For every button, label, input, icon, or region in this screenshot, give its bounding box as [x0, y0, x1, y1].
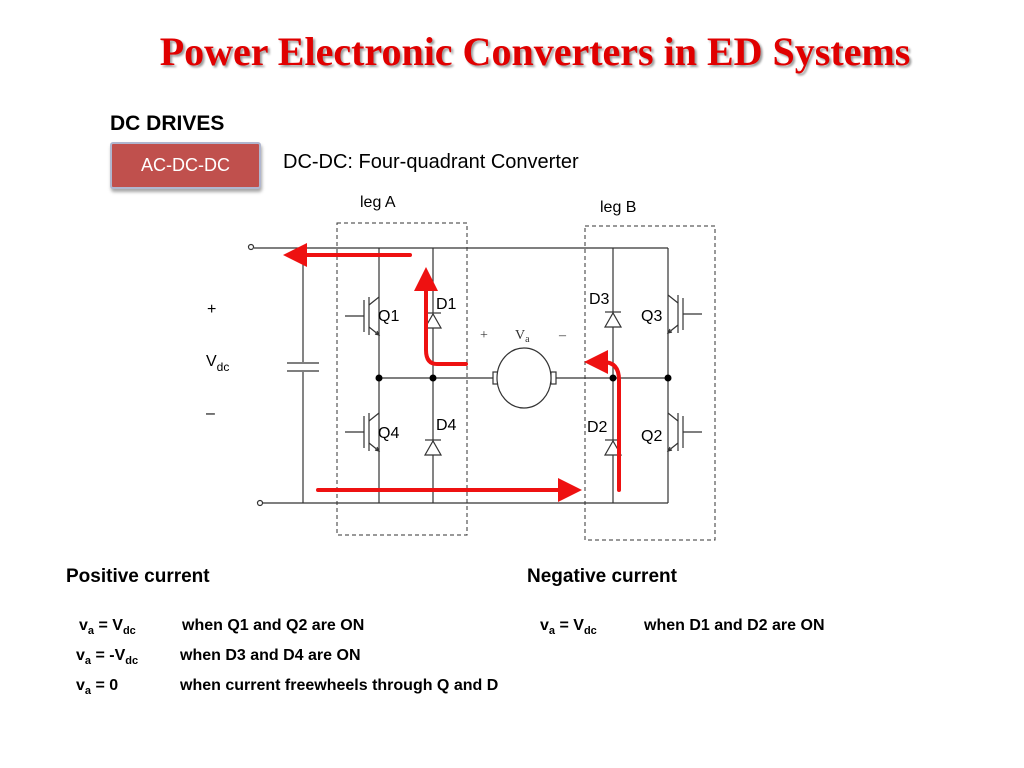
dc-link-capacitor [287, 248, 319, 503]
leg-b-label: leg B [600, 199, 636, 216]
d3-label: D3 [589, 291, 610, 308]
transistor-q1-icon [345, 296, 381, 336]
current-arrows [283, 243, 621, 502]
transistor-q2-icon [666, 412, 702, 452]
dc-bus [247, 243, 668, 507]
slide-title: Power Electronic Converters in ED System… [159, 29, 911, 74]
vdc-plus-label: + [207, 301, 216, 318]
leg-a-current-arrow [414, 267, 468, 366]
leg-a-label: leg A [360, 194, 396, 211]
vdc-minus-label: – [206, 405, 215, 422]
transistor-q4-icon [345, 412, 381, 452]
va-label: Va [515, 328, 530, 345]
positive-eq-row: va = Vdc [79, 617, 136, 638]
d4-label: D4 [436, 417, 457, 434]
junction-dots [375, 374, 672, 382]
leg-b-current-arrow [584, 350, 621, 492]
ac-dc-dc-badge: AC-DC-DC [110, 142, 261, 189]
dc-motor-icon [492, 347, 557, 409]
section-heading: DC DRIVES [110, 112, 225, 135]
transistor-q3-icon [666, 294, 702, 334]
leg-a-box [336, 222, 468, 536]
positive-eq-row: va = -Vdc [76, 647, 139, 668]
leg-a-wiring [378, 248, 493, 503]
diode-d4-icon [423, 439, 443, 456]
q3-label: Q3 [641, 308, 662, 325]
circuit-subtitle: DC-DC: Four-quadrant Converter [283, 151, 579, 173]
q2-label: Q2 [641, 428, 662, 445]
va-minus-label: – [558, 328, 567, 343]
positive-eq-condition: when D3 and D4 are ON [180, 647, 361, 664]
negative-eq-condition: when D1 and D2 are ON [644, 617, 825, 634]
q1-label: Q1 [378, 308, 399, 325]
positive-eq-condition: when Q1 and Q2 are ON [182, 617, 365, 634]
vdc-label: Vdc [206, 353, 229, 374]
negative-eq-row: va = Vdc [540, 617, 597, 638]
q4-label: Q4 [378, 425, 399, 442]
negative-current-heading: Negative current [527, 566, 677, 587]
d2-label: D2 [587, 419, 608, 436]
positive-eq-row: va = 0 [76, 677, 119, 698]
d1-label: D1 [436, 296, 457, 313]
va-plus-label: + [480, 328, 488, 343]
leg-b-box [584, 225, 716, 541]
positive-eq-condition: when current freewheels through Q and D [180, 677, 499, 694]
positive-current-heading: Positive current [66, 566, 210, 587]
diode-d3-icon [603, 311, 623, 328]
